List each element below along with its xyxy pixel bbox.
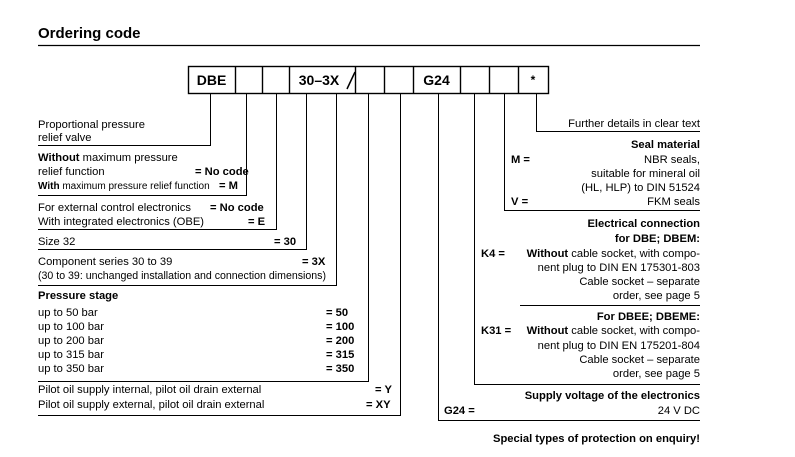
without-max-code: = No code (195, 166, 249, 178)
series-label: Component series 30 to 39 (38, 256, 173, 268)
with-max-line: With maximum pressure relief function (38, 181, 210, 192)
seal-m-line3: (HL, HLP) to DIN 51524 (581, 182, 700, 194)
code-box-asterisk: * (530, 73, 536, 87)
supply-title: Supply voltage of the electronics (524, 390, 700, 402)
pressure-row-label: up to 200 bar (38, 335, 104, 347)
pilot-external-code: = XY (366, 399, 391, 411)
pressure-row-code: = 50 (326, 307, 349, 319)
pressure-title: Pressure stage (38, 290, 119, 302)
series-note: (30 to 39: unchanged installation and co… (38, 270, 326, 282)
seal-v-label: FKM seals (647, 196, 700, 208)
obe-code: = E (248, 216, 266, 228)
with-max-code: = M (219, 180, 238, 192)
seal-m-line2: suitable for mineral oil (591, 168, 700, 180)
without-max-line2: relief function (38, 166, 105, 178)
seal-title: Seal material (630, 139, 700, 151)
k4-line2: nent plug to DIN EN 175301-803 (537, 262, 700, 274)
seal-v-code: V = (511, 196, 529, 208)
pilot-external-label: Pilot oil supply external, pilot oil dra… (38, 399, 265, 411)
special-note: Special types of protection on enquiry! (493, 433, 700, 445)
pressure-row-code: = 100 (326, 321, 355, 333)
elec-title-2: for DBE; DBEM: (614, 233, 700, 245)
g24-code: G24 = (444, 405, 475, 417)
k4-line3: Cable socket – separate (579, 276, 700, 288)
code-box-dbe: DBE (196, 72, 227, 88)
pressure-row-label: up to 315 bar (38, 349, 104, 361)
pilot-internal-label: Pilot oil supply internal, pilot oil dra… (38, 384, 262, 396)
pressure-row-code: = 200 (326, 335, 355, 347)
k4-code: K4 = (481, 248, 505, 260)
ext-ctrl-code: = No code (210, 202, 264, 214)
dbeme-title: For DBEE; DBEME: (596, 311, 700, 323)
size-label: Size 32 (38, 236, 76, 248)
pressure-row-label: up to 100 bar (38, 321, 104, 333)
page-title: Ordering code (38, 25, 141, 42)
pressure-row-code: = 350 (326, 363, 355, 375)
pressure-row-code: = 315 (326, 349, 355, 361)
k31-code: K31 = (481, 325, 512, 337)
seal-m-code: M = (511, 154, 530, 166)
ext-ctrl-label: For external control electronics (38, 202, 191, 214)
elec-title-1: Electrical connection (587, 218, 700, 230)
k31-line1: Without cable socket, with compo- (526, 325, 700, 337)
k31-line2: nent plug to DIN EN 175201-804 (537, 340, 700, 352)
series-code: = 3X (302, 256, 326, 268)
without-max-line1: Without maximum pressure (38, 152, 178, 164)
k4-line1: Without cable socket, with compo- (526, 248, 700, 260)
seal-m-line1: NBR seals, (644, 154, 700, 166)
code-box-series: 30–3X (298, 72, 340, 88)
pressure-row-label: up to 350 bar (38, 363, 104, 375)
size-code: = 30 (274, 236, 297, 248)
pressure-row-label: up to 50 bar (38, 307, 98, 319)
k4-line4: order, see page 5 (612, 290, 700, 302)
further-details: Further details in clear text (568, 118, 700, 130)
proportional-valve-line1: Proportional pressure (38, 119, 145, 131)
code-box-g24: G24 (423, 72, 450, 88)
k31-line3: Cable socket – separate (579, 354, 700, 366)
k31-line4: order, see page 5 (612, 368, 700, 380)
obe-label: With integrated electronics (OBE) (38, 216, 205, 228)
g24-label: 24 V DC (657, 405, 700, 417)
proportional-valve-line2: relief valve (38, 132, 92, 144)
pilot-internal-code: = Y (375, 384, 392, 396)
